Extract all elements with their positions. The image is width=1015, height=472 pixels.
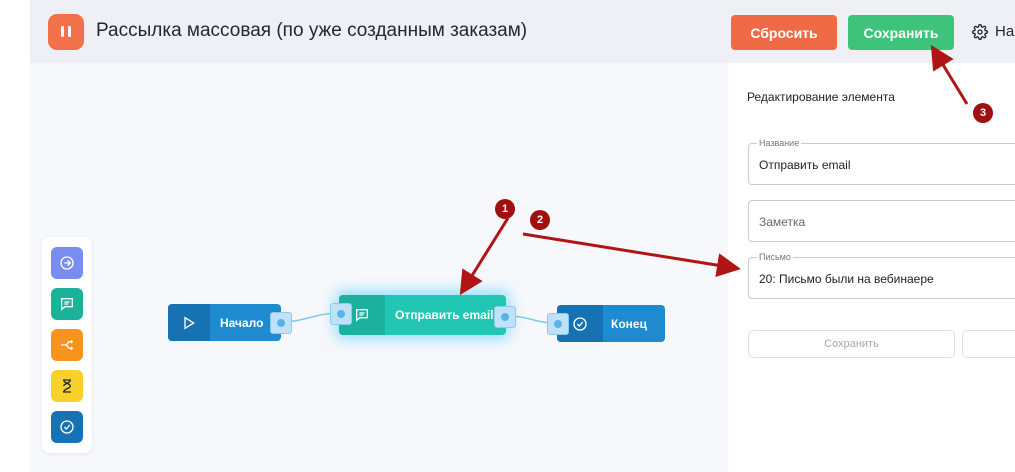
note-field-placeholder: Заметка xyxy=(759,215,806,229)
message-icon xyxy=(356,309,368,322)
name-field-label: Название xyxy=(757,138,802,148)
flow-node-start[interactable]: Начало xyxy=(168,304,281,341)
annotation-badge-3: 3 xyxy=(973,103,993,123)
note-field[interactable]: Заметка xyxy=(748,200,1015,242)
element-editor-panel: Редактирование элемента Название Отправи… xyxy=(728,63,1015,472)
page: Рассылка массовая (по уже созданным зака… xyxy=(30,0,1015,472)
check-circle-icon xyxy=(60,420,74,434)
arrow-circle-icon xyxy=(60,256,74,270)
toolbox-delay-tool[interactable] xyxy=(51,370,83,402)
letter-select-value: 20: Письмо были на вебинаере xyxy=(759,272,934,286)
page-title: Рассылка массовая (по уже созданным зака… xyxy=(96,20,528,41)
name-field[interactable]: Название Отправить email xyxy=(748,138,1015,185)
settings-label: На xyxy=(995,23,1015,40)
reset-button[interactable]: Сбросить xyxy=(731,15,837,50)
split-arrows-icon xyxy=(61,339,74,351)
toolbox-start-tool[interactable] xyxy=(51,247,83,279)
toolbox-split-tool[interactable] xyxy=(51,329,83,361)
pause-icon xyxy=(68,26,71,37)
toolbox-end-tool[interactable] xyxy=(51,411,83,443)
flow-node-label: Конец xyxy=(611,316,647,331)
settings-button[interactable]: На xyxy=(972,23,1014,40)
name-field-value: Отправить email xyxy=(759,158,851,172)
letter-select[interactable]: Письмо 20: Письмо были на вебинаере xyxy=(748,252,1015,299)
flow-connectors xyxy=(280,312,556,324)
gear-icon xyxy=(972,23,988,40)
hourglass-icon xyxy=(63,379,72,393)
annotation-badge-2: 2 xyxy=(530,210,550,230)
panel-save-button[interactable]: Сохранить xyxy=(748,330,955,358)
panel-secondary-button[interactable] xyxy=(962,330,1015,358)
toolbox-message-tool[interactable] xyxy=(51,288,83,320)
flow-node-label: Начало xyxy=(220,315,264,330)
save-button[interactable]: Сохранить xyxy=(848,15,954,50)
flow-node-send-email[interactable]: Отправить email xyxy=(339,295,506,335)
flow-canvas[interactable]: Начало Отправить email Конец xyxy=(30,63,728,472)
play-icon xyxy=(184,315,195,330)
flow-node-label: Отправить email xyxy=(395,308,494,322)
panel-title: Редактирование элемента xyxy=(747,90,895,104)
annotation-badge-1: 1 xyxy=(495,199,515,219)
element-toolbox xyxy=(42,237,92,453)
flow-port-out[interactable] xyxy=(270,312,292,334)
message-icon xyxy=(61,298,73,311)
check-circle-icon xyxy=(573,316,587,331)
pause-button[interactable] xyxy=(48,14,84,50)
flow-port-out[interactable] xyxy=(494,306,516,328)
flow-node-end[interactable]: Конец xyxy=(557,305,665,342)
letter-select-label: Письмо xyxy=(757,252,793,262)
pause-icon xyxy=(61,26,64,37)
flow-port-in[interactable] xyxy=(547,313,569,335)
flow-port-in[interactable] xyxy=(330,303,352,325)
header-bar: Рассылка массовая (по уже созданным зака… xyxy=(30,0,1015,63)
